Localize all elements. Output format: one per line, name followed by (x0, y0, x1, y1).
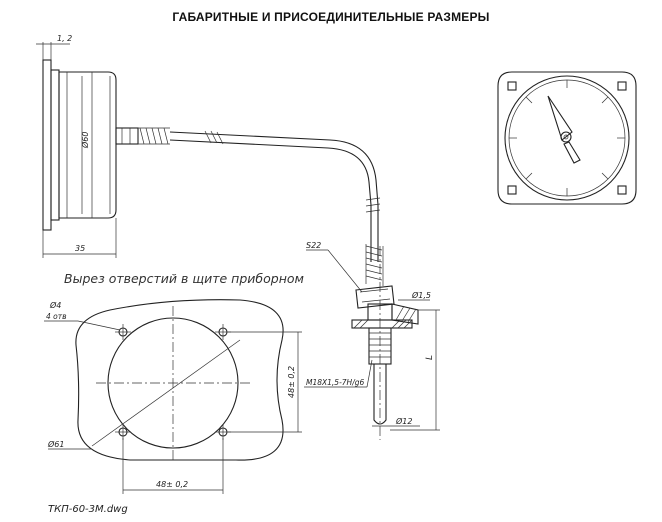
vertical-spacing-label: 48± 0,2 (287, 366, 296, 398)
sheath-diameter-label: Ø12 (395, 416, 412, 426)
panel-cutout-view: Ø61 Ø4 4 отв 48± 0,2 48± 0,2 (44, 299, 302, 494)
body-depth-label: 35 (75, 244, 85, 253)
capillary-tube (169, 130, 381, 262)
cutout-diameter-label: Ø61 (47, 439, 64, 449)
front-hole-top-right (617, 81, 627, 91)
front-hole-bottom-left (507, 185, 517, 195)
temperature-probe: S22 Ø1,5 M18X1,5-7H/g6 Ø12 L (304, 241, 440, 440)
drawing-title: ГАБАРИТНЫЕ И ПРИСОЕДИНИТЕЛЬНЫЕ РАЗМЕРЫ (172, 10, 490, 24)
thread-label: M18X1,5-7H/g6 (306, 378, 364, 387)
front-hole-bottom-right (617, 185, 627, 195)
body-diameter-label: Ø60 (80, 132, 90, 149)
gauge-front-view (497, 71, 637, 205)
front-hole-top-left (507, 81, 517, 91)
wrench-size-label: S22 (306, 241, 321, 250)
file-name: ТКП-60-3М.dwg (48, 504, 128, 515)
immersion-length-label: L (425, 355, 435, 360)
cutout-caption: Вырез отверстий в щите приборном (64, 271, 304, 286)
flange-thickness-label: 1, 2 (57, 34, 72, 43)
hole-count-label: 4 отв (46, 312, 67, 321)
horizontal-spacing-label: 48± 0,2 (156, 480, 188, 489)
capillary-diameter-label: Ø1,5 (411, 290, 431, 300)
hole-diameter-label: Ø4 (49, 300, 61, 310)
gauge-side-view: 1, 2 Ø60 35 (36, 34, 170, 258)
